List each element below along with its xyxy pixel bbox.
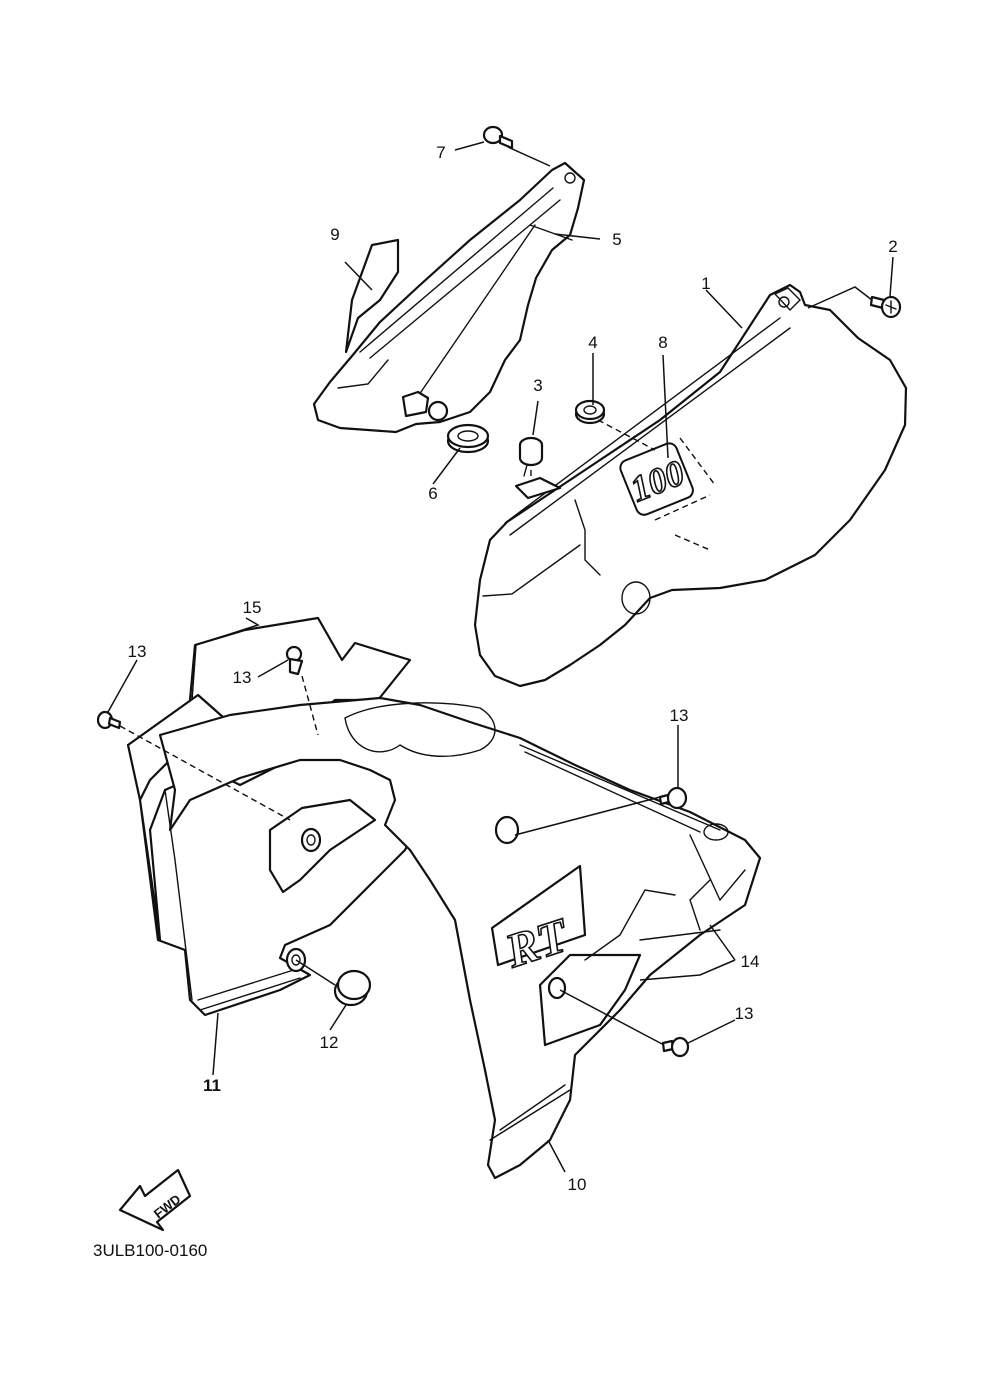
callout-11: 11 <box>203 1076 221 1095</box>
grommet-12 <box>333 969 372 1007</box>
callout-2: 2 <box>888 237 897 256</box>
callout-13: 13 <box>735 1004 754 1023</box>
callout-8: 8 <box>658 333 667 352</box>
callout-13: 13 <box>233 668 252 687</box>
grommet-4 <box>574 399 606 425</box>
screw-13-a <box>96 710 122 730</box>
screw-13-d <box>661 1036 690 1058</box>
callout-3: 3 <box>533 376 542 395</box>
emblem-100: 100 <box>619 442 694 516</box>
right-shroud-10: RT <box>158 696 762 1180</box>
catalog-code: 3ULB100-0160 <box>93 1241 207 1260</box>
callout-12: 12 <box>320 1033 339 1052</box>
callout-labels: 1 2 3 4 5 6 7 8 9 10 11 12 13 13 13 13 1… <box>128 143 898 1194</box>
side-cover-bracket <box>312 161 586 434</box>
forward-direction-arrow: FWD <box>118 1168 192 1232</box>
leader-lines <box>107 141 894 1173</box>
callout-13: 13 <box>128 642 147 661</box>
side-cover: 100 <box>473 283 908 688</box>
grommet-6 <box>446 423 490 454</box>
callout-14: 14 <box>741 952 760 971</box>
callout-5: 5 <box>612 230 621 249</box>
screw-13-c <box>658 786 688 810</box>
screw-13-b <box>285 645 304 676</box>
callout-1: 1 <box>701 274 710 293</box>
callout-10: 10 <box>568 1175 587 1194</box>
callout-4: 4 <box>588 333 597 352</box>
callout-6: 6 <box>428 484 437 503</box>
grommet-3 <box>514 436 562 500</box>
screw-7 <box>482 125 514 150</box>
callout-15: 15 <box>243 598 262 617</box>
callout-13: 13 <box>670 706 689 725</box>
screw-2 <box>869 295 902 319</box>
callout-7: 7 <box>436 143 445 162</box>
callout-9: 9 <box>330 225 339 244</box>
